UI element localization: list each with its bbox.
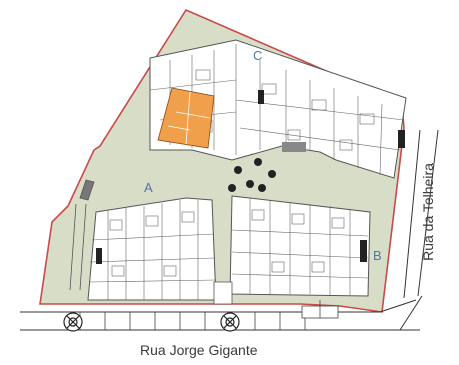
block-label-b: B bbox=[373, 248, 382, 263]
block-label-a: A bbox=[144, 180, 153, 195]
block-b bbox=[229, 195, 371, 297]
x-circle-icon bbox=[220, 312, 240, 332]
parking-entrance bbox=[301, 300, 339, 319]
highlighted-unit bbox=[157, 87, 215, 149]
block-c bbox=[149, 39, 407, 179]
street-label-bottom: Rua Jorge Gigante bbox=[140, 342, 258, 358]
tree-icon bbox=[228, 158, 276, 192]
block-label-c: C bbox=[253, 48, 263, 63]
block-a bbox=[87, 197, 217, 301]
sidewalk-ticks bbox=[79, 312, 306, 330]
street-label-right: Rua da Telheira bbox=[420, 163, 436, 261]
x-circle-icon bbox=[63, 312, 83, 332]
passage bbox=[213, 281, 233, 305]
ramp bbox=[69, 179, 95, 291]
